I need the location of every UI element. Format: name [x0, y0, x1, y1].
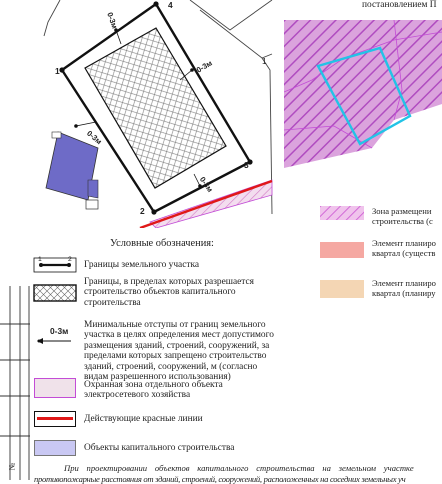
- footnote-line-2: противопожарные расстояния от зданий, ст…: [34, 474, 406, 484]
- stamp-vertical-label: №: [7, 462, 17, 471]
- setback-symbol-label: 0-3м: [50, 326, 69, 336]
- capital-objects-symbol: [34, 440, 76, 456]
- right-legend: Зона размещени строительства (с Элемент …: [320, 204, 442, 304]
- zone-swatch: [320, 206, 364, 220]
- legend-title: Условные обозначения:: [110, 238, 214, 249]
- footnote-line-1: При проектировании объектов капитального…: [64, 463, 414, 473]
- buildable-area-symbol: [33, 284, 77, 302]
- cyan-plot-outline: [316, 46, 412, 146]
- pink-element-swatch: [320, 242, 364, 258]
- point-label-2: 2: [140, 206, 145, 216]
- zone-plan-fragment: [284, 20, 442, 168]
- point-label-4: 4: [168, 0, 173, 10]
- red-lines-symbol: [34, 411, 76, 427]
- legend-item-setbacks: Минимальные отступы от границ земельного…: [84, 320, 274, 383]
- setback-symbol: [37, 338, 71, 344]
- red-line: [139, 179, 273, 228]
- resolution-header: постановлением П: [362, 0, 437, 10]
- point-label-3: 3: [244, 160, 249, 170]
- right-legend-item-3-line2: квартал (планиру: [372, 288, 436, 298]
- protection-zone-symbol: [34, 378, 76, 398]
- legend-item-protection-zone: Охранная зона отдельного объекта электро…: [84, 380, 223, 401]
- legend-item-capital-objects: Объекты капитального строительства: [84, 443, 235, 453]
- legend-item-plot-boundary: Границы земельного участка: [84, 260, 200, 270]
- legend-item-red-lines: Действующие красные линии: [84, 414, 203, 424]
- land-plot-plan: [43, 0, 273, 228]
- right-legend-item-2-line1: Элемент планиро: [372, 238, 436, 248]
- right-legend-item-3-line1: Элемент планиро: [372, 278, 436, 288]
- right-legend-item-2: Элемент планиро квартал (существ: [372, 238, 436, 258]
- plot-boundary-symbol-left: 1: [38, 256, 42, 263]
- stamp-frame: [0, 286, 30, 480]
- tan-element-swatch: [320, 280, 364, 298]
- red-lines-symbol-stroke: [37, 417, 73, 420]
- plot-boundary-symbol: [33, 257, 77, 273]
- point-label-1: 1: [55, 66, 60, 76]
- capital-building: [45, 131, 99, 210]
- right-legend-item-1-line1: Зона размещени: [372, 206, 432, 216]
- setback-arrows: [74, 28, 202, 188]
- right-fragment-label: 1: [262, 56, 267, 66]
- buildable-area: [84, 27, 227, 189]
- plot-boundary-symbol-right: 2: [68, 256, 72, 263]
- right-legend-item-3: Элемент планиро квартал (планиру: [372, 278, 436, 298]
- right-legend-item-1-line2: строительства (с: [372, 216, 433, 226]
- right-legend-item-2-line2: квартал (существ: [372, 248, 436, 258]
- legend-item-buildable-area: Границы, в пределах которых разрешается …: [84, 277, 254, 308]
- corner-points: [59, 1, 253, 215]
- right-legend-item-1: Зона размещени строительства (с: [372, 206, 433, 226]
